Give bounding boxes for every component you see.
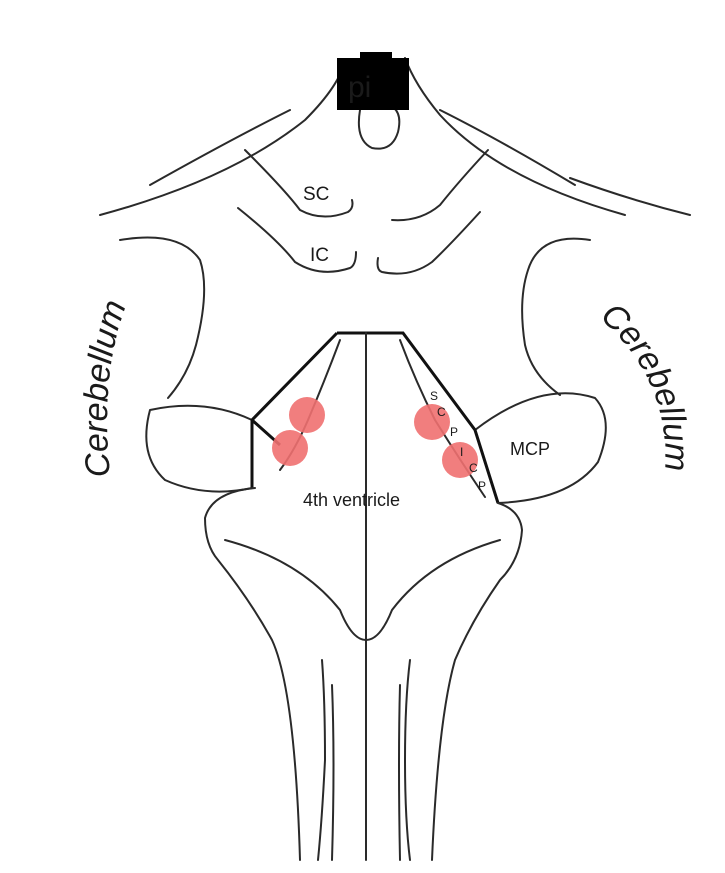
inferior-colliculus-right	[376, 211, 481, 275]
scp-letter-c: C	[437, 405, 446, 419]
thalamus-outline	[99, 57, 691, 399]
lesion-right-icp	[442, 442, 478, 478]
inferior-colliculus-label: IC	[310, 245, 329, 266]
icp-letter-c: C	[469, 461, 478, 475]
cerebellum-right-label: Cerebellum	[594, 296, 696, 472]
superior-colliculus-right	[391, 149, 489, 222]
icp-letter-p: P	[478, 479, 486, 493]
peduncle-left-outline	[145, 404, 253, 493]
superior-colliculus-label: SC	[303, 184, 329, 205]
mcp-outline	[474, 392, 607, 504]
mcp-label: MCP	[510, 439, 550, 459]
cerebellum-left-label: Cerebellum	[77, 295, 134, 479]
pineal-label-tab	[360, 52, 392, 62]
fourth-ventricle-label: 4th ventricle	[303, 490, 400, 510]
inferior-colliculus-left	[237, 207, 357, 273]
lesion-left-lower	[272, 430, 308, 466]
pineal-gland	[357, 107, 401, 150]
colliculi	[237, 149, 489, 275]
pineal-label: pi	[348, 71, 371, 104]
pineal-label-box	[337, 58, 409, 110]
icp-letter-i: I	[460, 445, 463, 459]
scp-letter-s: S	[430, 389, 438, 403]
lesion-left-upper	[289, 397, 325, 433]
medulla-outline	[204, 487, 523, 861]
scp-letter-p: P	[450, 425, 458, 439]
cerebellum-left-label-text: Cerebellum	[77, 295, 134, 479]
lesion-right-scp	[414, 404, 450, 440]
cerebellum-right-label-text: Cerebellum	[594, 296, 696, 472]
superior-colliculus-left	[244, 149, 354, 218]
